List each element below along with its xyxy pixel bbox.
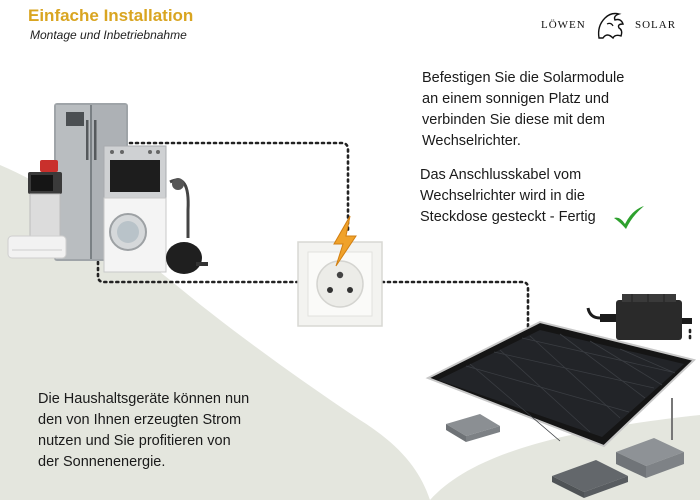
- logo-text-right: SOLAR: [635, 19, 677, 31]
- text-line: an einem sonnigen Platz und: [422, 91, 610, 107]
- text-line: Wechselrichter.: [422, 133, 521, 149]
- solar-panel-icon: [425, 320, 697, 448]
- benefit-text: Die Haushaltsgeräte können nun den von I…: [38, 389, 298, 473]
- lightning-bolt-icon: [333, 215, 357, 267]
- text-line: den von Ihnen erzeugten Strom: [38, 412, 242, 428]
- text-line: Wechselrichter wird in die: [420, 188, 585, 204]
- background-hill-right: [430, 415, 700, 500]
- lion-icon: [597, 12, 624, 40]
- plug-instruction-text: Das Anschlusskabel vom Wechselrichter wi…: [420, 165, 660, 228]
- page-title: Einfache Installation: [28, 6, 194, 25]
- mount-instruction-text: Befestigen Sie die Solarmodule an einem …: [422, 68, 662, 152]
- checkmark-icon: [614, 206, 644, 229]
- household-appliances-icon: [7, 103, 208, 274]
- inverter-icon: [586, 294, 692, 340]
- text-line: Das Anschlusskabel vom: [420, 167, 582, 183]
- text-line: Die Haushaltsgeräte können nun: [38, 391, 250, 407]
- text-line: verbinden Sie diese mit dem: [422, 112, 605, 128]
- text-line: der Sonnenenergie.: [38, 454, 166, 470]
- logo-text-left: LÖWEN: [541, 19, 586, 31]
- text-line: Befestigen Sie die Solarmodule: [422, 70, 625, 86]
- mounting-ballast-icon: [446, 414, 684, 498]
- cable-appliances-to-socket: [128, 141, 350, 234]
- cable-appliances-return: [96, 260, 300, 284]
- cable-socket-to-panel: [380, 280, 530, 330]
- text-line: Steckdose gesteckt - Fertig: [420, 209, 596, 225]
- page-subtitle: Montage und Inbetriebnahme: [30, 28, 187, 42]
- brand-logo: LÖWEN SOLAR: [541, 10, 691, 42]
- text-line: nutzen und Sie profitieren von: [38, 433, 231, 449]
